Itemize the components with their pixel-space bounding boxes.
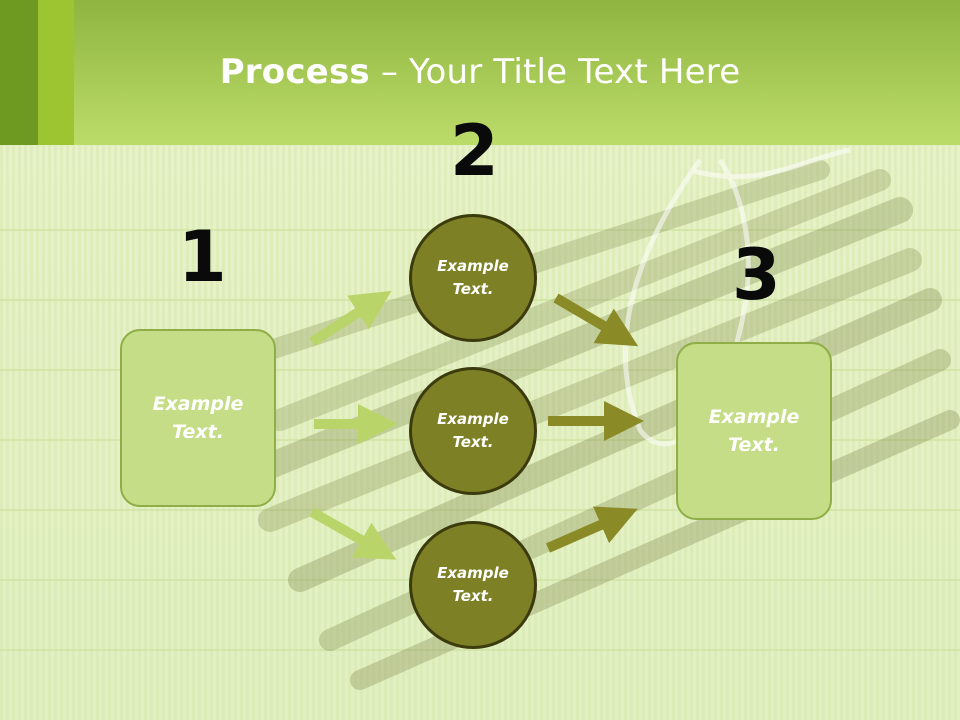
circle-top-label: Example Text.: [437, 256, 509, 298]
arrow-top-to-3: [553, 293, 639, 347]
arrow-1-to-bottom: [309, 507, 397, 560]
step-2-circle-bottom: Example Text.: [409, 521, 537, 649]
step-2-circle-middle: Example Text.: [409, 367, 537, 495]
circle-bottom-label: Example Text.: [437, 563, 509, 605]
step-3-box-label: Example Text.: [708, 405, 800, 457]
circle-middle-label: Example Text.: [437, 409, 509, 451]
step-number-3: 3: [732, 234, 781, 316]
arrow-bottom-to-3: [545, 506, 638, 553]
step-1-box: Example Text.: [120, 329, 276, 507]
arrow-1-to-top: [309, 290, 392, 347]
slide-title: Process – Your Title Text Here: [0, 52, 960, 92]
step-3-box: Example Text.: [676, 342, 832, 520]
title-rest: – Your Title Text Here: [369, 52, 741, 92]
step-number-1: 1: [178, 216, 227, 298]
step-1-box-label: Example Text.: [152, 392, 244, 444]
step-number-2: 2: [450, 110, 499, 192]
step-2-circle-top: Example Text.: [409, 214, 537, 342]
title-bold: Process: [219, 52, 370, 92]
